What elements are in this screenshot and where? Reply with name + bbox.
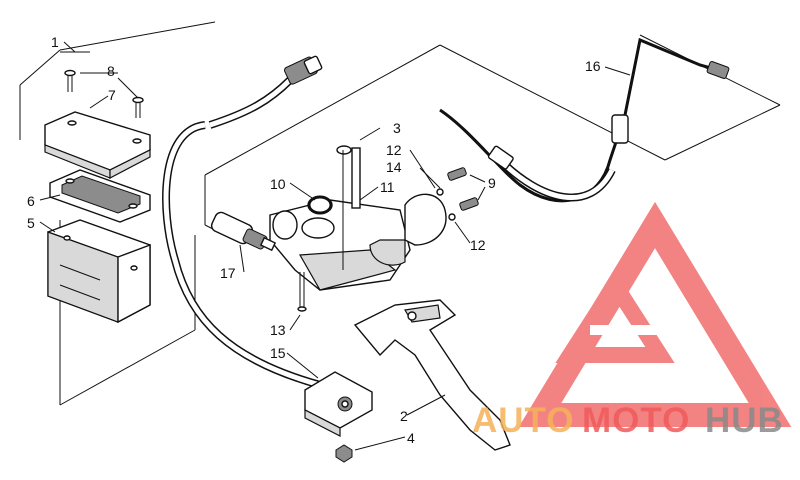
brake-line bbox=[439, 37, 730, 203]
callout-16: 16 bbox=[585, 58, 601, 74]
watermark-auto: AUTO bbox=[472, 401, 575, 440]
callout-5: 5 bbox=[27, 215, 35, 231]
callout-7: 7 bbox=[108, 87, 116, 103]
callout-1: 1 bbox=[51, 34, 59, 50]
callout-13: 13 bbox=[270, 322, 286, 338]
clamp-screw-upper bbox=[447, 167, 467, 181]
callout-2: 2 bbox=[400, 408, 408, 424]
callout-12-lower: 12 bbox=[470, 237, 486, 253]
watermark-text: AUTO MOTO HUB bbox=[472, 401, 784, 440]
callout-17: 17 bbox=[220, 265, 236, 281]
watermark-moto: MOTO bbox=[582, 401, 690, 440]
leader-lines bbox=[39, 41, 631, 451]
pivot-nut bbox=[335, 444, 353, 463]
washer-upper bbox=[436, 188, 444, 196]
watermark-logo bbox=[518, 201, 792, 427]
o-ring bbox=[307, 195, 333, 215]
brake-switch bbox=[304, 371, 373, 437]
callout-4: 4 bbox=[407, 430, 415, 446]
callout-9: 9 bbox=[488, 175, 496, 191]
brake-lever bbox=[353, 299, 511, 451]
handlebar-clamp bbox=[369, 193, 447, 266]
switch-connector bbox=[283, 55, 323, 85]
master-cylinder bbox=[269, 145, 411, 291]
piston-assembly bbox=[210, 211, 277, 252]
callout-11: 11 bbox=[380, 179, 395, 195]
callout-6: 6 bbox=[27, 193, 35, 209]
switch-screw bbox=[297, 272, 307, 312]
reservoir-body bbox=[47, 219, 151, 324]
watermark-hub: HUB bbox=[705, 401, 784, 440]
washer-lower bbox=[448, 213, 456, 221]
reservoir-cap bbox=[44, 111, 151, 179]
callout-3: 3 bbox=[393, 120, 401, 136]
callout-15: 15 bbox=[270, 345, 286, 361]
callout-12-upper: 12 bbox=[386, 142, 402, 158]
clamp-screw-lower bbox=[459, 197, 479, 211]
cap-screw-right bbox=[132, 96, 144, 118]
callout-14: 14 bbox=[386, 159, 402, 175]
diaphragm bbox=[49, 169, 151, 223]
callout-8: 8 bbox=[107, 63, 115, 79]
callout-10: 10 bbox=[270, 176, 286, 192]
cap-screw-left bbox=[64, 69, 76, 92]
reservoir-hose bbox=[162, 77, 322, 389]
